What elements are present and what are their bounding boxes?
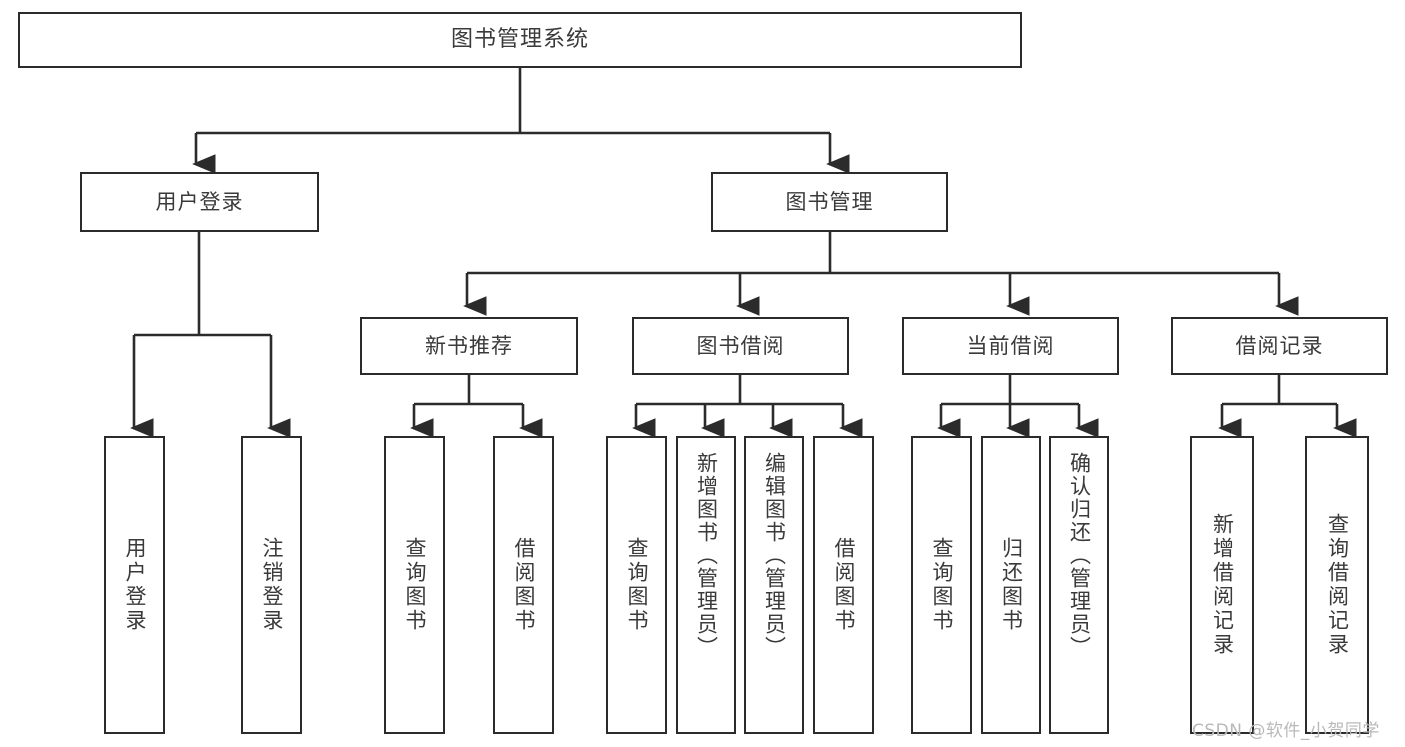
- leaf-borrow-book[interactable]: 借阅图书: [813, 436, 874, 734]
- leaf-user-login[interactable]: 用户登录: [104, 436, 165, 734]
- node-label: 归还图书: [999, 537, 1024, 633]
- node-label: 查询图书: [930, 537, 954, 633]
- node-book-management[interactable]: 图书管理: [711, 172, 948, 232]
- node-book-borrowing[interactable]: 图书借阅: [632, 317, 849, 375]
- leaf-query-borrowing-record[interactable]: 查询借阅记录: [1305, 436, 1369, 734]
- node-current-borrowing[interactable]: 当前借阅: [902, 317, 1119, 375]
- node-label: 借阅记录: [1235, 333, 1324, 358]
- leaf-query-book-borrow[interactable]: 查询图书: [606, 436, 667, 734]
- node-label: 查询图书: [403, 537, 427, 633]
- node-label: 借阅图书: [512, 537, 536, 633]
- node-label: 编辑图书（管理员）: [762, 452, 787, 659]
- leaf-query-book-current[interactable]: 查询图书: [911, 436, 972, 734]
- node-label: 用户登录: [155, 189, 244, 214]
- node-label: 当前借阅: [966, 333, 1055, 358]
- leaf-edit-book-admin[interactable]: 编辑图书（管理员）: [744, 436, 804, 734]
- leaf-return-book[interactable]: 归还图书: [981, 436, 1041, 734]
- node-label: 新书推荐: [425, 333, 513, 358]
- node-label: 用户登录: [123, 537, 147, 633]
- leaf-query-book-new[interactable]: 查询图书: [384, 436, 445, 734]
- node-label: 查询借阅记录: [1325, 513, 1350, 657]
- node-user-login[interactable]: 用户登录: [80, 172, 319, 232]
- leaf-add-borrowing-record[interactable]: 新增借阅记录: [1190, 436, 1254, 734]
- node-root-book-management-system[interactable]: 图书管理系统: [18, 12, 1022, 68]
- node-new-book-recommendation[interactable]: 新书推荐: [360, 317, 578, 375]
- csdn-watermark: CSDN @软件_小贺同学: [1192, 721, 1380, 741]
- leaf-confirm-return-admin[interactable]: 确认归还（管理员）: [1049, 436, 1109, 734]
- node-label: 注销登录: [260, 537, 284, 633]
- leaf-logout-login[interactable]: 注销登录: [241, 436, 302, 734]
- node-label: 图书管理系统: [450, 27, 589, 53]
- leaf-borrow-book-new[interactable]: 借阅图书: [493, 436, 554, 734]
- node-label: 图书管理: [785, 189, 874, 214]
- node-label: 查询图书: [625, 537, 649, 633]
- node-label: 借阅图书: [832, 537, 856, 633]
- leaf-add-book-admin[interactable]: 新增图书（管理员）: [676, 436, 736, 734]
- node-borrowing-record[interactable]: 借阅记录: [1171, 317, 1388, 375]
- node-label: 确认归还（管理员）: [1067, 452, 1092, 659]
- node-label: 新增图书（管理员）: [694, 452, 719, 659]
- node-label: 图书借阅: [696, 333, 785, 358]
- node-label: 新增借阅记录: [1210, 513, 1235, 657]
